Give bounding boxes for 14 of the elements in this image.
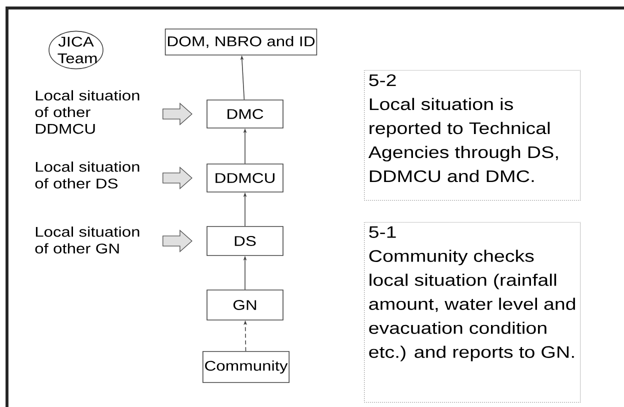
note-box: 5-1 Community checks local situation (rainfall amount, water level and evacuation condition etc.) and reports to GN. (364, 222, 581, 403)
process-box: DDMCU (206, 164, 284, 192)
block-arrow (162, 102, 192, 126)
block-arrow (162, 230, 192, 252)
process-box: DS (206, 226, 284, 256)
process-box: GN (206, 290, 284, 320)
source-text: Local situation of other DDMCU (35, 90, 140, 134)
note-box: 5-2 Local situation is reported to Technical Agencies through DS, DDMCU and DMC. (364, 70, 581, 201)
process-box: DMC (206, 100, 284, 128)
source-text: Local situation of other GN (35, 226, 140, 254)
block-arrow (162, 166, 192, 190)
process-box: DOM, NBRO and ID (164, 28, 318, 56)
process-box: Community (202, 351, 290, 383)
source-text: Local situation of other DS (35, 162, 140, 188)
